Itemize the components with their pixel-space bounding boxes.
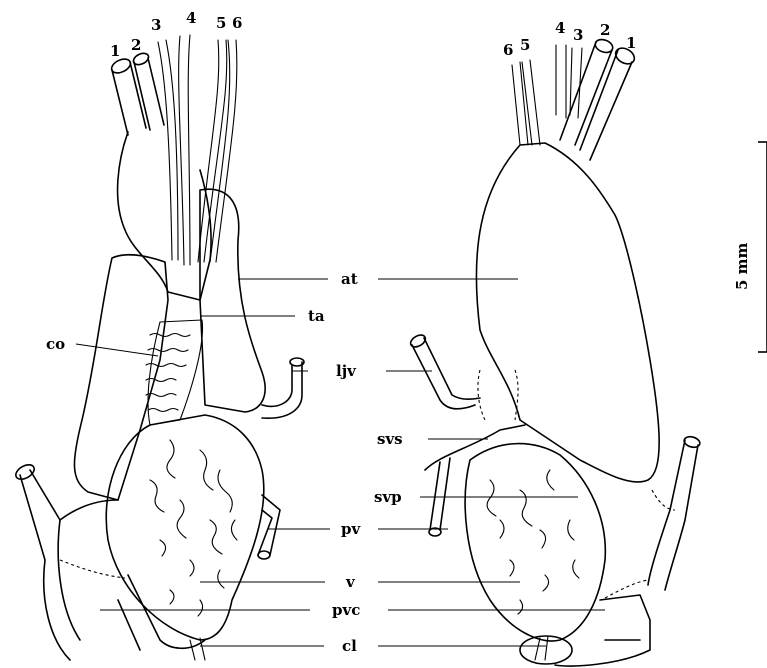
vessel-number: 4 bbox=[555, 19, 565, 37]
truncus-outline bbox=[118, 132, 212, 300]
vessel-number: 1 bbox=[626, 34, 636, 52]
vessel-4-right bbox=[556, 45, 566, 118]
scale-bar: 5 mm bbox=[733, 142, 767, 352]
vessel-number: 1 bbox=[110, 42, 120, 60]
vessel-number: 3 bbox=[151, 16, 161, 34]
label-v: v bbox=[345, 573, 356, 591]
vessel-numbers-left: 1 2 3 4 5 6 bbox=[110, 9, 242, 60]
vessel-5-right bbox=[522, 60, 540, 145]
label-at: at bbox=[341, 270, 358, 288]
right-heart-view bbox=[409, 37, 701, 666]
pulmonary-vein-left bbox=[258, 495, 280, 555]
label-ta: ta bbox=[308, 307, 325, 325]
scale-label: 5 mm bbox=[733, 242, 751, 290]
right-ventricle bbox=[465, 444, 605, 641]
vessel-number: 5 bbox=[520, 36, 530, 54]
right-atrium-main bbox=[476, 143, 659, 482]
label-pvc: pvc bbox=[332, 601, 360, 619]
vessel-6-right bbox=[512, 62, 528, 145]
label-ljv: ljv bbox=[336, 362, 357, 380]
vessel-number: 2 bbox=[131, 36, 141, 54]
vessel-2-right bbox=[560, 42, 612, 145]
label-svs: svs bbox=[377, 430, 403, 448]
left-lower-body bbox=[20, 470, 118, 660]
ventricle-vessels-right bbox=[487, 470, 579, 614]
vessel-number: 6 bbox=[232, 14, 242, 32]
jugular-vein-right bbox=[412, 338, 480, 409]
vessel-number: 5 bbox=[216, 14, 226, 32]
ventricle-vessels-left bbox=[150, 440, 237, 616]
vessel-5-left bbox=[198, 40, 227, 262]
vessel-number: 4 bbox=[186, 9, 196, 27]
left-ventricle bbox=[106, 415, 264, 640]
label-svp: svp bbox=[374, 488, 402, 506]
vessel-4-left bbox=[179, 35, 190, 265]
jugular-vein-left bbox=[262, 362, 302, 418]
vessel-6-left bbox=[210, 40, 237, 262]
vessel-3-left bbox=[158, 40, 178, 260]
vessel-number: 2 bbox=[600, 21, 610, 39]
label-co: co bbox=[46, 335, 65, 353]
label-cl: cl bbox=[342, 637, 357, 655]
label-pv: pv bbox=[341, 520, 361, 538]
right-lower-vessel bbox=[648, 440, 698, 590]
left-atrium-outline bbox=[74, 255, 168, 500]
pulmonary-vein-right bbox=[430, 458, 450, 530]
vessel-number: 3 bbox=[573, 26, 583, 44]
vessel-number: 6 bbox=[503, 41, 513, 59]
